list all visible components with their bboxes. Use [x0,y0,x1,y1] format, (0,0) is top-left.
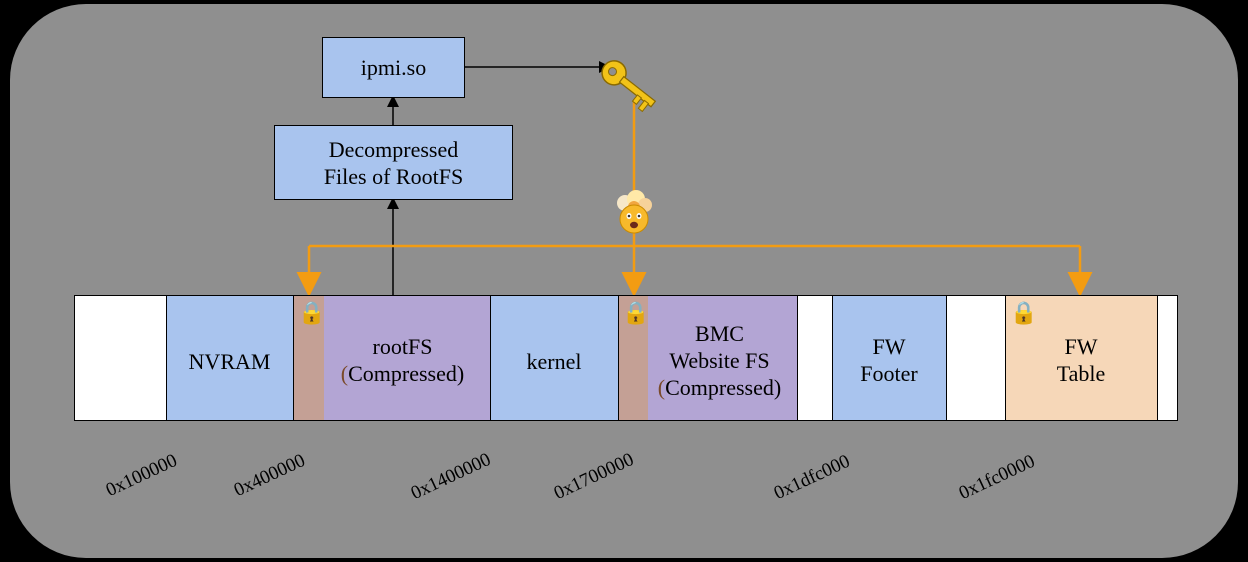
segment-blank-end [1157,295,1178,421]
lock-icon: 🔒 [298,301,326,326]
fw-table-label: FW Table [1005,333,1157,387]
lock-icon: 🔒 [622,301,650,326]
key-icon [601,60,657,113]
bmc-paren-open: ( [657,375,666,400]
fw-table-text-line2: Table [1056,361,1106,386]
ipmi-box: ipmi.so [322,37,465,98]
kernel-text: kernel [526,349,582,374]
bmc-text-line1: BMC [695,321,744,346]
bmc-text-line3-wrap: (Compressed) [618,374,797,401]
segment-bmc-website-fs [648,295,797,421]
rootfs-text-line2-wrap: (Compressed) [293,360,490,387]
fw-footer-text-line1: FW [872,334,906,359]
decompressed-label-line1: Decompressed [328,136,459,162]
kernel-label: kernel [490,348,618,375]
segment-blank-start [74,295,166,421]
segment-rootfs-header [293,295,324,421]
bmc-text-line2: Website FS [669,348,770,373]
segment-kernel [490,295,618,421]
segment-blank-mid2 [946,295,1005,421]
segment-fw-footer [832,295,946,421]
rootfs-text-line2: Compressed) [348,361,465,386]
fw-footer-label: FW Footer [832,333,946,387]
segment-nvram [166,295,293,421]
rootfs-label: rootFS (Compressed) [293,333,490,387]
fw-table-text-line1: FW [1064,334,1098,359]
decompressed-label-line2: Files of RootFS [323,163,464,189]
nvram-label: NVRAM [166,348,293,375]
fw-footer-text-line2: Footer [860,361,918,386]
rootfs-paren-open: ( [340,361,349,386]
decompressed-files-box: Decompressed Files of RootFS [274,125,513,200]
bmc-label: BMC Website FS (Compressed) [618,320,797,401]
exploding-head-icon [617,190,652,234]
rootfs-text-line1: rootFS [372,334,433,359]
segment-rootfs [324,295,490,421]
segment-bmc-header [618,295,648,421]
segment-blank-mid1 [797,295,832,421]
lock-icon: 🔒 [1010,301,1038,326]
nvram-text: NVRAM [188,349,271,374]
segment-fw-table [1005,295,1157,421]
bmc-text-line3: Compressed) [665,375,782,400]
ipmi-label: ipmi.so [360,55,427,80]
